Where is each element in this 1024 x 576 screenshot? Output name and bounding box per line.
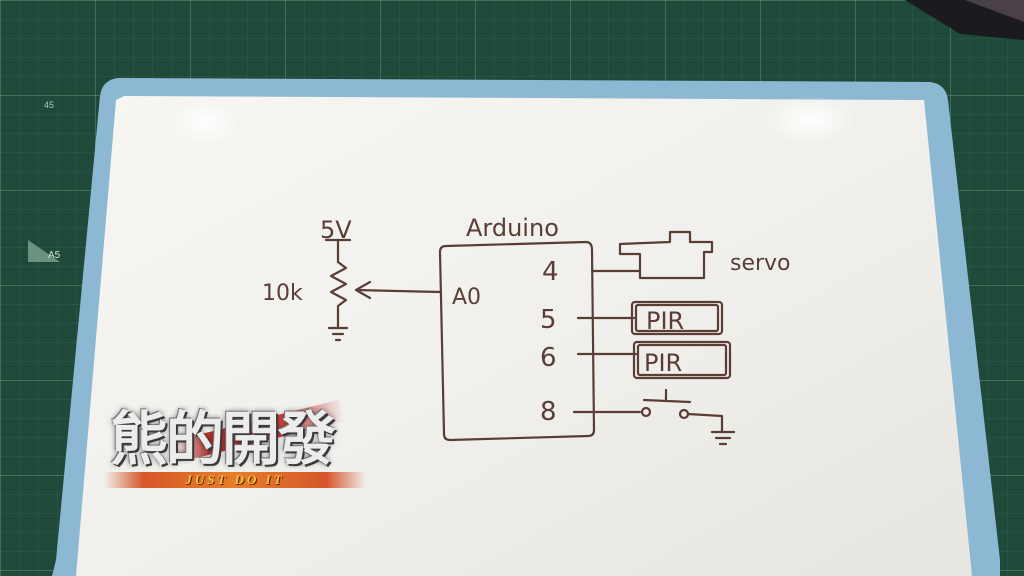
circuit-diagram: 5V 10k Arduino A0 4 5 6 8 servo PIR PIR: [262, 214, 791, 446]
pir-label: PIR: [644, 349, 682, 377]
servo-label: servo: [730, 251, 791, 276]
pushbutton-symbol: [642, 388, 692, 404]
mat-tick-label: 45: [44, 100, 54, 110]
pin-number: 5: [540, 305, 557, 335]
channel-logo: 熊的開發 JUST DO IT: [104, 392, 372, 492]
arduino-board: [438, 240, 596, 442]
pir-sensor-2: [632, 340, 732, 380]
board-label: Arduino: [466, 214, 559, 242]
pin-number: 6: [540, 343, 557, 373]
pin-number: 4: [542, 257, 559, 287]
pin-number: 8: [540, 397, 557, 427]
servo-symbol: [618, 230, 714, 280]
pir-label: PIR: [646, 307, 684, 335]
logo-main-text: 熊的開發: [110, 405, 336, 473]
analog-pin-label: A0: [452, 285, 481, 310]
logo-sub-text: JUST DO IT: [104, 472, 366, 488]
resistor-label: 10k: [262, 281, 303, 306]
whiteboard-surface: [76, 96, 972, 576]
mat-corner-tag: A5: [48, 250, 61, 261]
potentiometer-symbol: [329, 260, 348, 330]
pir-sensor-1: [630, 300, 724, 336]
